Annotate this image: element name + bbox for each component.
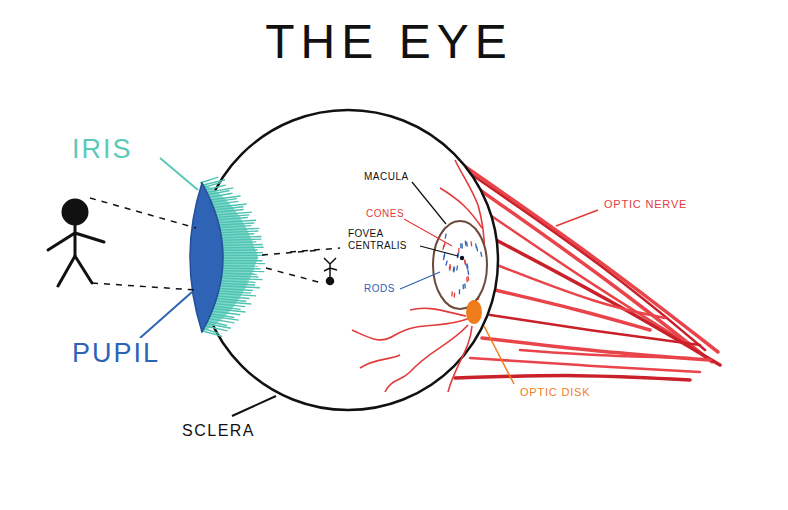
part-label: SCLERA <box>182 422 255 440</box>
part-label: OPTIC NERVE <box>604 198 687 211</box>
pupil-lens <box>190 183 223 332</box>
macula-outline <box>433 221 487 309</box>
part-label: RODS <box>364 283 395 295</box>
optic-disk-shape <box>466 300 482 324</box>
stick-figure <box>48 200 104 286</box>
light-ray <box>90 198 340 290</box>
part-label: PUPIL <box>72 338 160 369</box>
part-label: CONES <box>366 208 404 220</box>
part-label: MACULA <box>364 171 409 183</box>
fovea-dot <box>460 256 464 260</box>
eyeball-outline <box>198 110 498 410</box>
part-label: IRIS <box>72 134 133 165</box>
rods-and-cones <box>443 234 482 298</box>
leader-lines <box>140 158 598 416</box>
part-label: OPTIC DISK <box>520 386 590 399</box>
inverted-figure <box>324 258 337 285</box>
part-label: FOVEA CENTRALIS <box>348 228 420 251</box>
diagram-title: THE EYE <box>0 14 783 69</box>
